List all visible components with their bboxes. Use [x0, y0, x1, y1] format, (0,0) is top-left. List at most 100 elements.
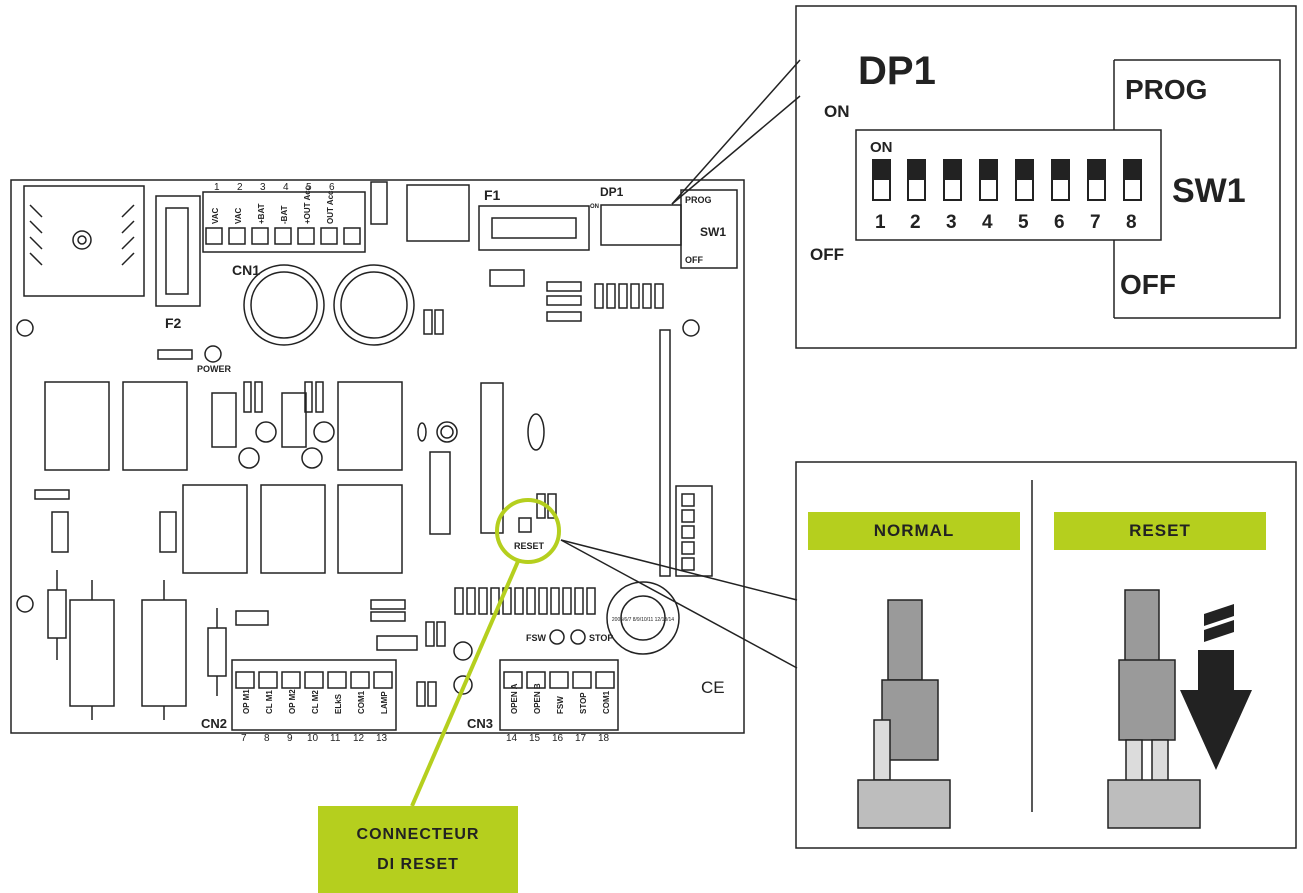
svg-text:LAMP: LAMP [380, 691, 389, 714]
jumper-normal [857, 599, 951, 829]
svg-text:+OUT Acc: +OUT Acc [303, 185, 312, 224]
svg-text:OP M1: OP M1 [242, 689, 251, 714]
cn1-numbers: 1 2 3 4 5 6 [214, 182, 335, 193]
cn1-label: CN1 [232, 262, 260, 278]
transformer [23, 185, 145, 297]
svg-text:COM1: COM1 [357, 690, 366, 714]
svg-text:13: 13 [376, 733, 388, 744]
board-dp1-label: DP1 [600, 185, 624, 199]
dip-sw1-label: SW1 [1172, 172, 1246, 210]
capacitor-1 [243, 264, 325, 346]
reset-label: RESET [1054, 512, 1266, 550]
svg-text:10: 10 [307, 733, 319, 744]
fsw-led [549, 629, 565, 645]
svg-text:OP M2: OP M2 [288, 689, 297, 714]
fuse-f2 [155, 195, 201, 307]
dip-switch-levers [872, 159, 1142, 201]
board-dip-switch [600, 204, 682, 246]
cn2-numbers: 7 8 9 10 11 12 13 [241, 733, 388, 744]
svg-text:5: 5 [1018, 212, 1029, 233]
svg-text:8: 8 [264, 733, 270, 744]
svg-text:CL M1: CL M1 [265, 690, 274, 714]
callout-leader [410, 558, 521, 807]
relay [44, 381, 110, 471]
cn1-signals: VAC VAC +BAT -BAT +OUT Acc OUT Acc [211, 185, 335, 224]
svg-text:OPEN B: OPEN B [533, 683, 542, 714]
stop-label: STOP [589, 633, 613, 643]
board-on-label: ON [590, 204, 599, 210]
svg-text:1: 1 [214, 182, 220, 193]
svg-text:17: 17 [575, 733, 587, 744]
reset-highlight-ring [495, 498, 561, 564]
svg-text:OUT Acc: OUT Acc [326, 190, 335, 224]
cn3-terminals [499, 659, 619, 731]
svg-text:2: 2 [237, 182, 243, 193]
svg-text:-BAT: -BAT [280, 205, 289, 224]
fuse-f1 [478, 205, 590, 251]
callout-line-1: CONNECTEUR [356, 825, 480, 843]
jumper-zoom-box [795, 461, 1297, 849]
board-sw1-label: SW1 [700, 225, 726, 239]
svg-text:COM1: COM1 [602, 690, 611, 714]
fsw-label: FSW [526, 633, 547, 643]
cn2-label: CN2 [201, 716, 227, 731]
dip-on-label: ON [824, 102, 850, 121]
svg-text:11: 11 [330, 733, 341, 744]
svg-text:14: 14 [506, 733, 518, 744]
svg-text:CL M2: CL M2 [311, 690, 320, 714]
svg-text:ELkS: ELkS [334, 693, 343, 714]
stop-led [570, 629, 586, 645]
date-wheel [606, 581, 680, 655]
cn3-label: CN3 [467, 716, 493, 731]
svg-text:4: 4 [283, 182, 289, 193]
svg-text:+BAT: +BAT [257, 203, 266, 224]
svg-text:3: 3 [260, 182, 266, 193]
resistor-bank [454, 587, 596, 615]
svg-text:7: 7 [241, 733, 247, 744]
cn1-terminals [202, 191, 366, 253]
normal-label: NORMAL [808, 512, 1020, 550]
control-board [10, 179, 745, 734]
svg-text:15: 15 [529, 733, 541, 744]
svg-text:1: 1 [875, 212, 886, 233]
dip-off-label: OFF [810, 245, 844, 264]
svg-text:3: 3 [946, 212, 957, 233]
capacitor-2 [333, 264, 415, 346]
svg-text:12: 12 [353, 733, 365, 744]
cn3-signals: OPEN A OPEN B FSW STOP COM1 [510, 683, 611, 714]
dip-switch-zoom [855, 129, 1162, 241]
reset-jumper-on-board [518, 517, 532, 533]
svg-text:9: 9 [287, 733, 293, 744]
dip-switch-numbers: 1 2 3 4 5 6 7 8 [875, 212, 1137, 233]
ce-mark: CE [701, 678, 725, 697]
svg-text:VAC: VAC [211, 207, 220, 224]
svg-text:7: 7 [1090, 212, 1101, 233]
svg-text:18: 18 [598, 733, 610, 744]
dip-title: DP1 [858, 49, 936, 93]
svg-text:6: 6 [329, 182, 335, 193]
f2-label: F2 [165, 315, 182, 331]
microcontroller [480, 382, 504, 534]
svg-text:16: 16 [552, 733, 564, 744]
dip-zoom-box [795, 5, 1297, 349]
svg-text:VAC: VAC [234, 207, 243, 224]
svg-text:6: 6 [1054, 212, 1065, 233]
svg-text:5: 5 [306, 182, 312, 193]
jumper-reset [1107, 589, 1201, 829]
callout-line-2: DI RESET [377, 855, 459, 873]
power-label: POWER [197, 364, 232, 374]
svg-text:8: 8 [1126, 212, 1137, 233]
svg-text:FSW: FSW [556, 696, 565, 714]
dip-inner-on-label: ON [870, 139, 893, 156]
f1-label: F1 [484, 187, 501, 203]
board-reset-label: RESET [514, 541, 545, 551]
board-off-label: OFF [685, 255, 703, 265]
svg-text:OPEN A: OPEN A [510, 683, 519, 714]
reset-connector-callout: CONNECTEUR DI RESET [318, 806, 518, 893]
cn2-terminals [231, 659, 397, 731]
dip-prog-label: PROG [1125, 74, 1207, 105]
cn2-signals: OP M1 CL M1 OP M2 CL M2 ELkS COM1 LAMP [242, 689, 389, 714]
date-wheel-text: 2005/6/7 8/9/10/11 12/13/14 [612, 617, 674, 623]
svg-text:STOP: STOP [579, 692, 588, 714]
